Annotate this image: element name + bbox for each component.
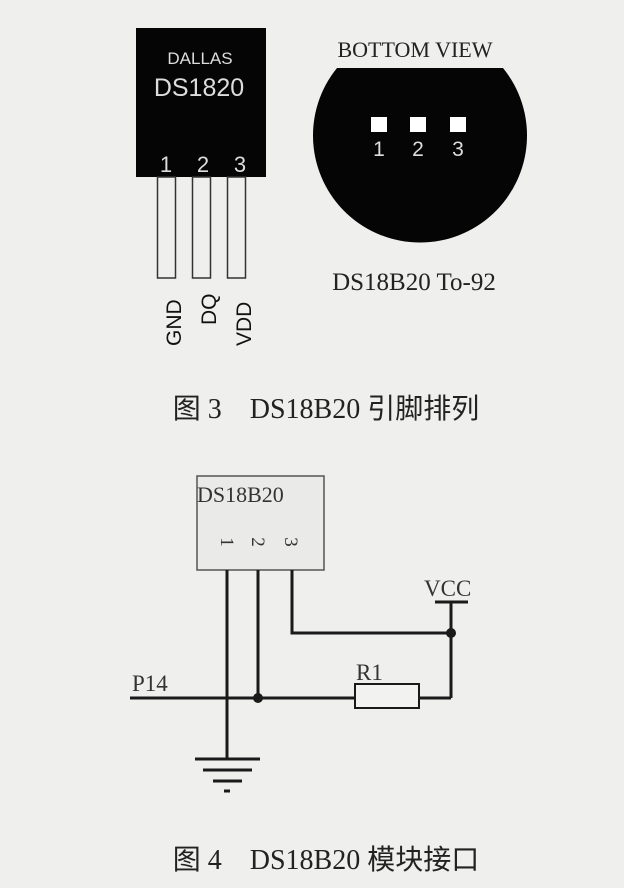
junction-dot-dq bbox=[253, 693, 263, 703]
figure-4-caption: 图 4 DS18B20 模块接口 bbox=[173, 844, 479, 876]
lead-1 bbox=[156, 176, 177, 279]
vcc-label: VCC bbox=[424, 576, 471, 601]
wire-vdd bbox=[290, 570, 451, 635]
package-brand: DALLAS bbox=[167, 49, 232, 68]
pin-number-1: 1 bbox=[160, 152, 172, 177]
bottom-view-title: BOTTOM VIEW bbox=[337, 37, 492, 62]
to92-bottom-view: BOTTOM VIEW 1 2 3 DS18B20 To-92 bbox=[312, 37, 527, 296]
resistor-label: R1 bbox=[356, 660, 383, 685]
lead-3 bbox=[226, 176, 247, 279]
bottom-pin-number-2: 2 bbox=[412, 138, 424, 161]
pad-1 bbox=[371, 117, 387, 132]
package-model: DS1820 bbox=[154, 74, 244, 102]
pin-label-vdd: VDD bbox=[233, 302, 256, 346]
figure-3-caption: 图 3 DS18B20 引脚排列 bbox=[173, 393, 479, 425]
bottom-pin-number-1: 1 bbox=[373, 138, 385, 161]
chip-label: DS18B20 bbox=[197, 482, 284, 507]
bottom-view-subtitle: DS18B20 To-92 bbox=[332, 269, 496, 296]
port-label: P14 bbox=[132, 671, 168, 696]
bottom-pin-number-3: 3 bbox=[452, 138, 464, 161]
pad-3 bbox=[450, 117, 466, 132]
chip-pin-1: 1 bbox=[216, 537, 237, 547]
to92-package-front: DALLAS DS1820 1 2 3 GND DQ VDD bbox=[136, 28, 266, 346]
pin-number-2: 2 bbox=[197, 152, 209, 177]
pad-2 bbox=[410, 117, 426, 132]
junction-dot-vcc bbox=[446, 628, 456, 638]
lead-2 bbox=[191, 176, 212, 279]
schematic: DS18B20 1 2 3 VCC R1 P14 bbox=[130, 475, 471, 793]
resistor-r1 bbox=[354, 683, 420, 709]
pin-label-gnd: GND bbox=[163, 299, 186, 346]
bottom-view-body bbox=[312, 68, 527, 243]
pin-number-3: 3 bbox=[234, 152, 246, 177]
chip-pin-3: 3 bbox=[280, 537, 301, 547]
pin-label-dq: DQ bbox=[198, 294, 221, 326]
chip-block bbox=[196, 475, 325, 571]
package-body bbox=[136, 28, 266, 177]
chip-pin-2: 2 bbox=[247, 537, 268, 547]
